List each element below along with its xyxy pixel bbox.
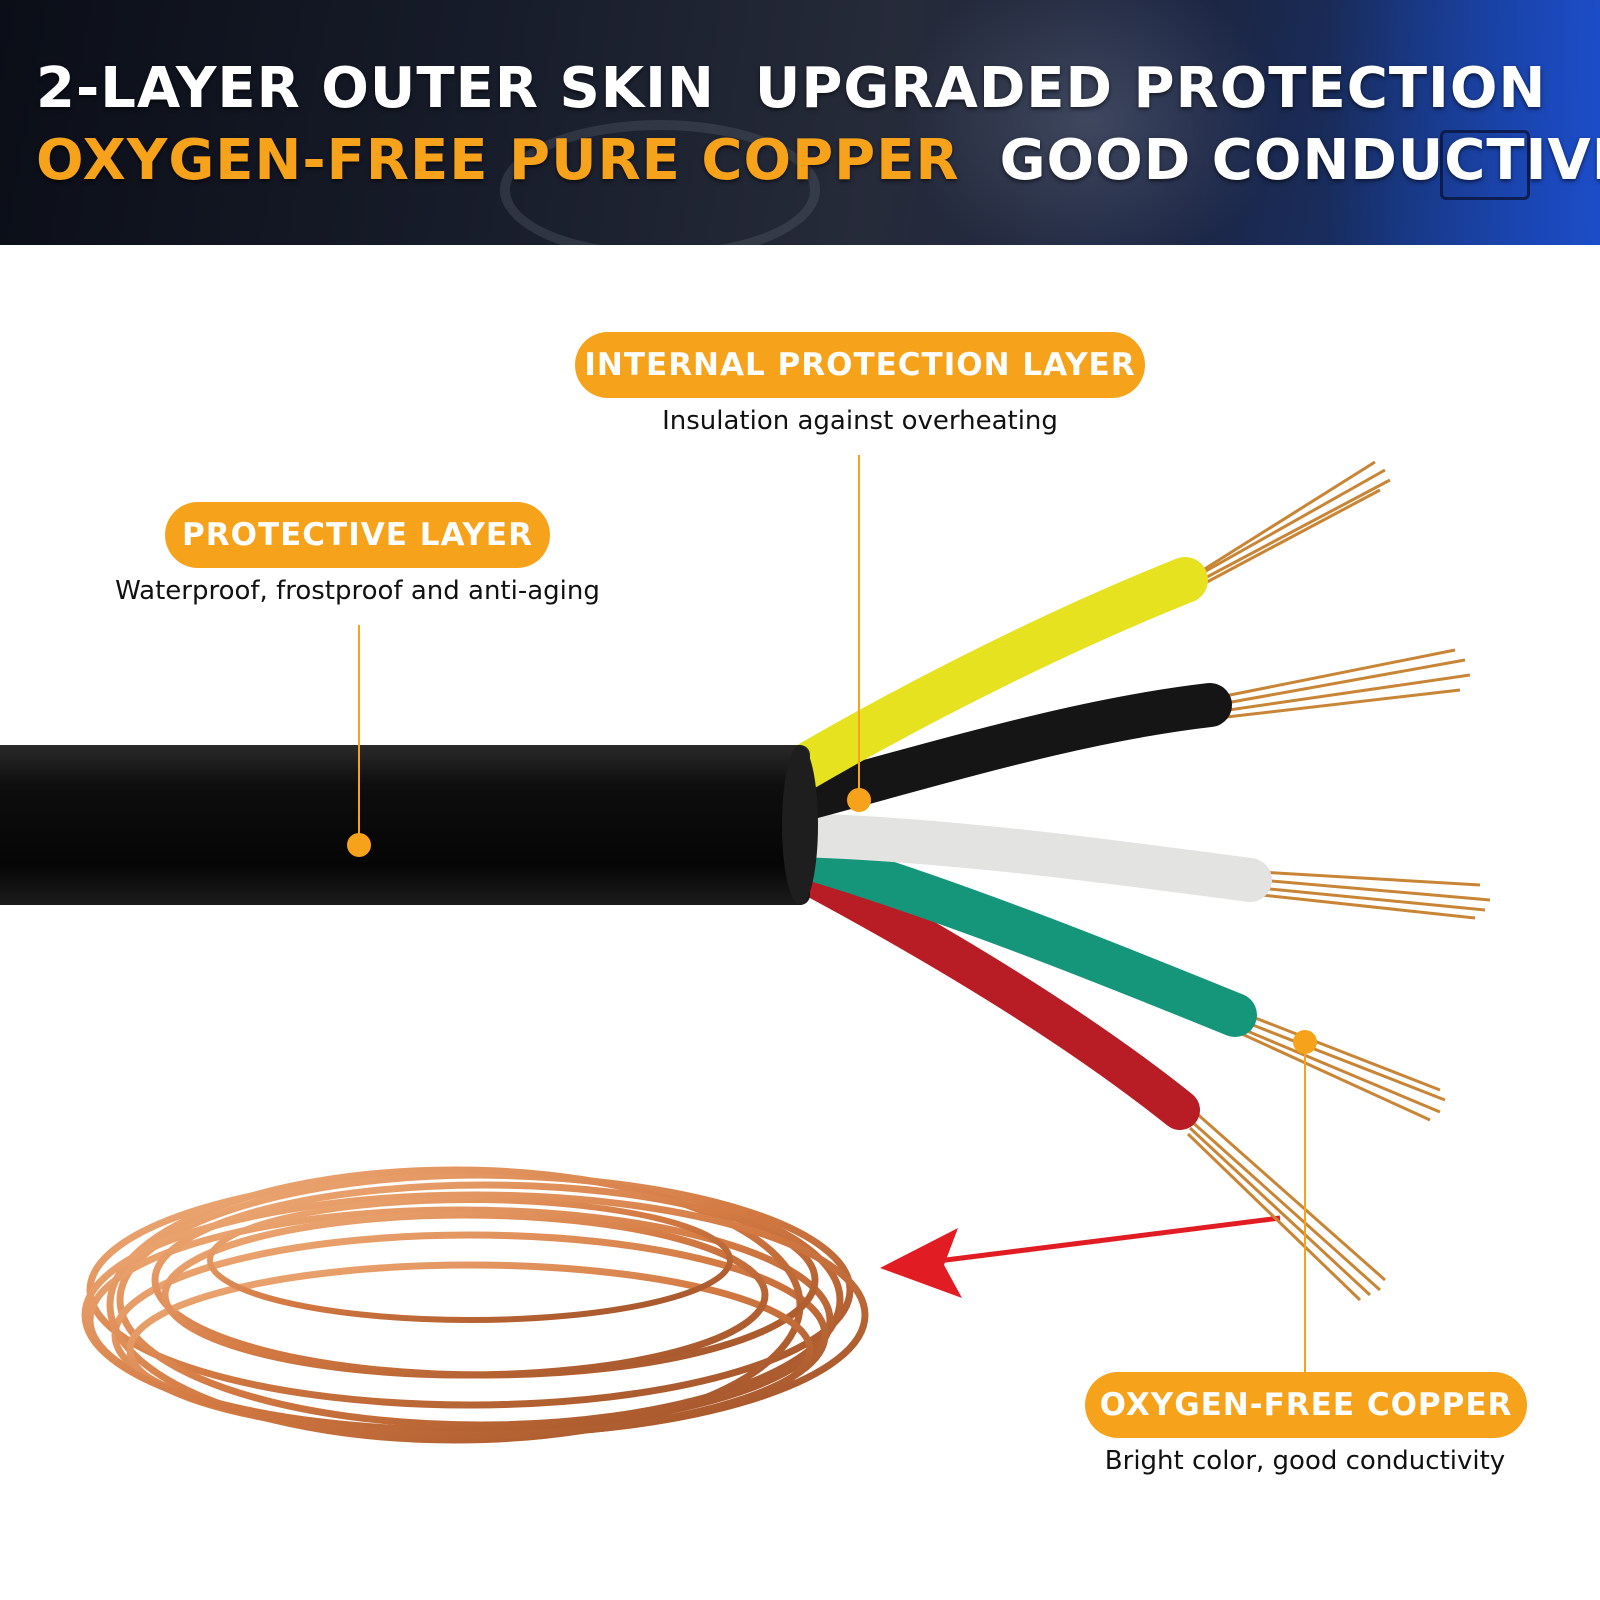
callout-protective-layer-leader-line (358, 625, 360, 845)
callout-protective-layer-marker (347, 833, 371, 857)
inner-wires (777, 557, 1272, 1130)
headline-outer-skin: 2-LAYER OUTER SKIN (36, 56, 715, 121)
cable-jacket (0, 745, 818, 905)
headline-line-2: OXYGEN-FREE PURE COPPER GOOD CONDUCTIVITY (36, 128, 1600, 193)
wire-yellow (777, 557, 1208, 793)
callout-copper-title: OXYGEN-FREE COPPER (1085, 1372, 1527, 1438)
headline-oxygen-free-copper: OXYGEN-FREE PURE COPPER (36, 128, 960, 193)
header-banner: 2-LAYER OUTER SKIN UPGRADED PROTECTION OX… (0, 0, 1600, 245)
wire-white (778, 813, 1272, 902)
callout-protective-layer-title: PROTECTIVE LAYER (165, 502, 550, 568)
copper-strands (1186, 460, 1491, 1302)
callout-copper-leader-line (1304, 1042, 1306, 1374)
callout-internal-protection-subtitle: Insulation against overheating (662, 406, 1058, 436)
header-background-cable-coil (500, 120, 820, 245)
copper-coil (81, 1166, 869, 1444)
headline-line-1: 2-LAYER OUTER SKIN UPGRADED PROTECTION (36, 56, 1546, 121)
callout-protective-layer-subtitle: Waterproof, frostproof and anti-aging (115, 576, 600, 606)
red-arrow (880, 1215, 1281, 1298)
callout-internal-protection-title: INTERNAL PROTECTION LAYER (575, 332, 1145, 398)
wire-red (780, 850, 1200, 1130)
wire-green (778, 833, 1257, 1037)
callout-internal-protection-marker (847, 788, 871, 812)
callout-internal-protection-leader-line (858, 455, 860, 800)
callout-copper-subtitle: Bright color, good conductivity (1104, 1446, 1506, 1476)
header-background-blue-panel (1330, 0, 1600, 245)
header-background-glow (900, 0, 1280, 245)
header-background-socket (1440, 130, 1530, 200)
headline-upgraded-protection: UPGRADED PROTECTION (754, 56, 1547, 121)
headline-good-conductivity: GOOD CONDUCTIVITY (999, 128, 1600, 193)
